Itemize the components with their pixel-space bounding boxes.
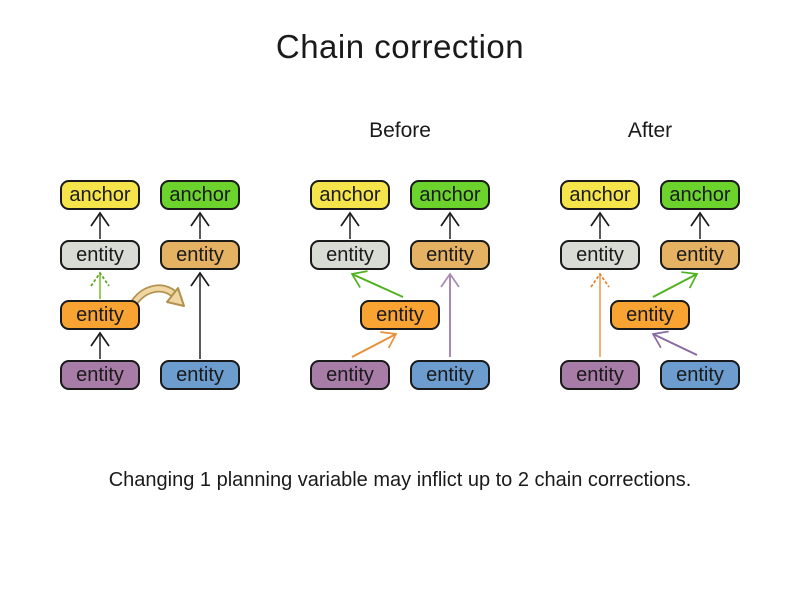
group-label-after: After [627, 119, 673, 142]
arrow-green-entity-link [350, 270, 404, 298]
entity-box: entity [410, 240, 490, 270]
anchor-box: anchor [560, 180, 640, 210]
anchor-box: anchor [660, 180, 740, 210]
entity-box: entity [610, 300, 690, 330]
arrow-purple-entity-link [651, 330, 698, 356]
entity-box: entity [60, 300, 140, 330]
page-title: Chain correction [275, 28, 525, 65]
entity-box: entity [410, 360, 490, 390]
arrow-orange-entity-link [351, 331, 398, 358]
entity-box: entity [60, 240, 140, 270]
move-curved-arrow-head [166, 287, 185, 307]
group-label-before: Before [369, 119, 431, 142]
entity-box: entity [160, 360, 240, 390]
entity-box: entity [310, 360, 390, 390]
anchor-box: anchor [310, 180, 390, 210]
entity-box: entity [560, 240, 640, 270]
anchor-box: anchor [160, 180, 240, 210]
arrow-green-entity-link [652, 271, 699, 298]
caption: Changing 1 planning variable may inflict… [108, 469, 692, 491]
move-curved-arrow-body [131, 286, 177, 306]
anchor-box: anchor [410, 180, 490, 210]
entity-box: entity [60, 360, 140, 390]
anchor-box: anchor [60, 180, 140, 210]
entity-box: entity [160, 240, 240, 270]
entity-box: entity [360, 300, 440, 330]
entity-box: entity [310, 240, 390, 270]
entity-box: entity [660, 240, 740, 270]
move-curved-arrow [130, 284, 185, 307]
entity-box: entity [660, 360, 740, 390]
entity-box: entity [560, 360, 640, 390]
